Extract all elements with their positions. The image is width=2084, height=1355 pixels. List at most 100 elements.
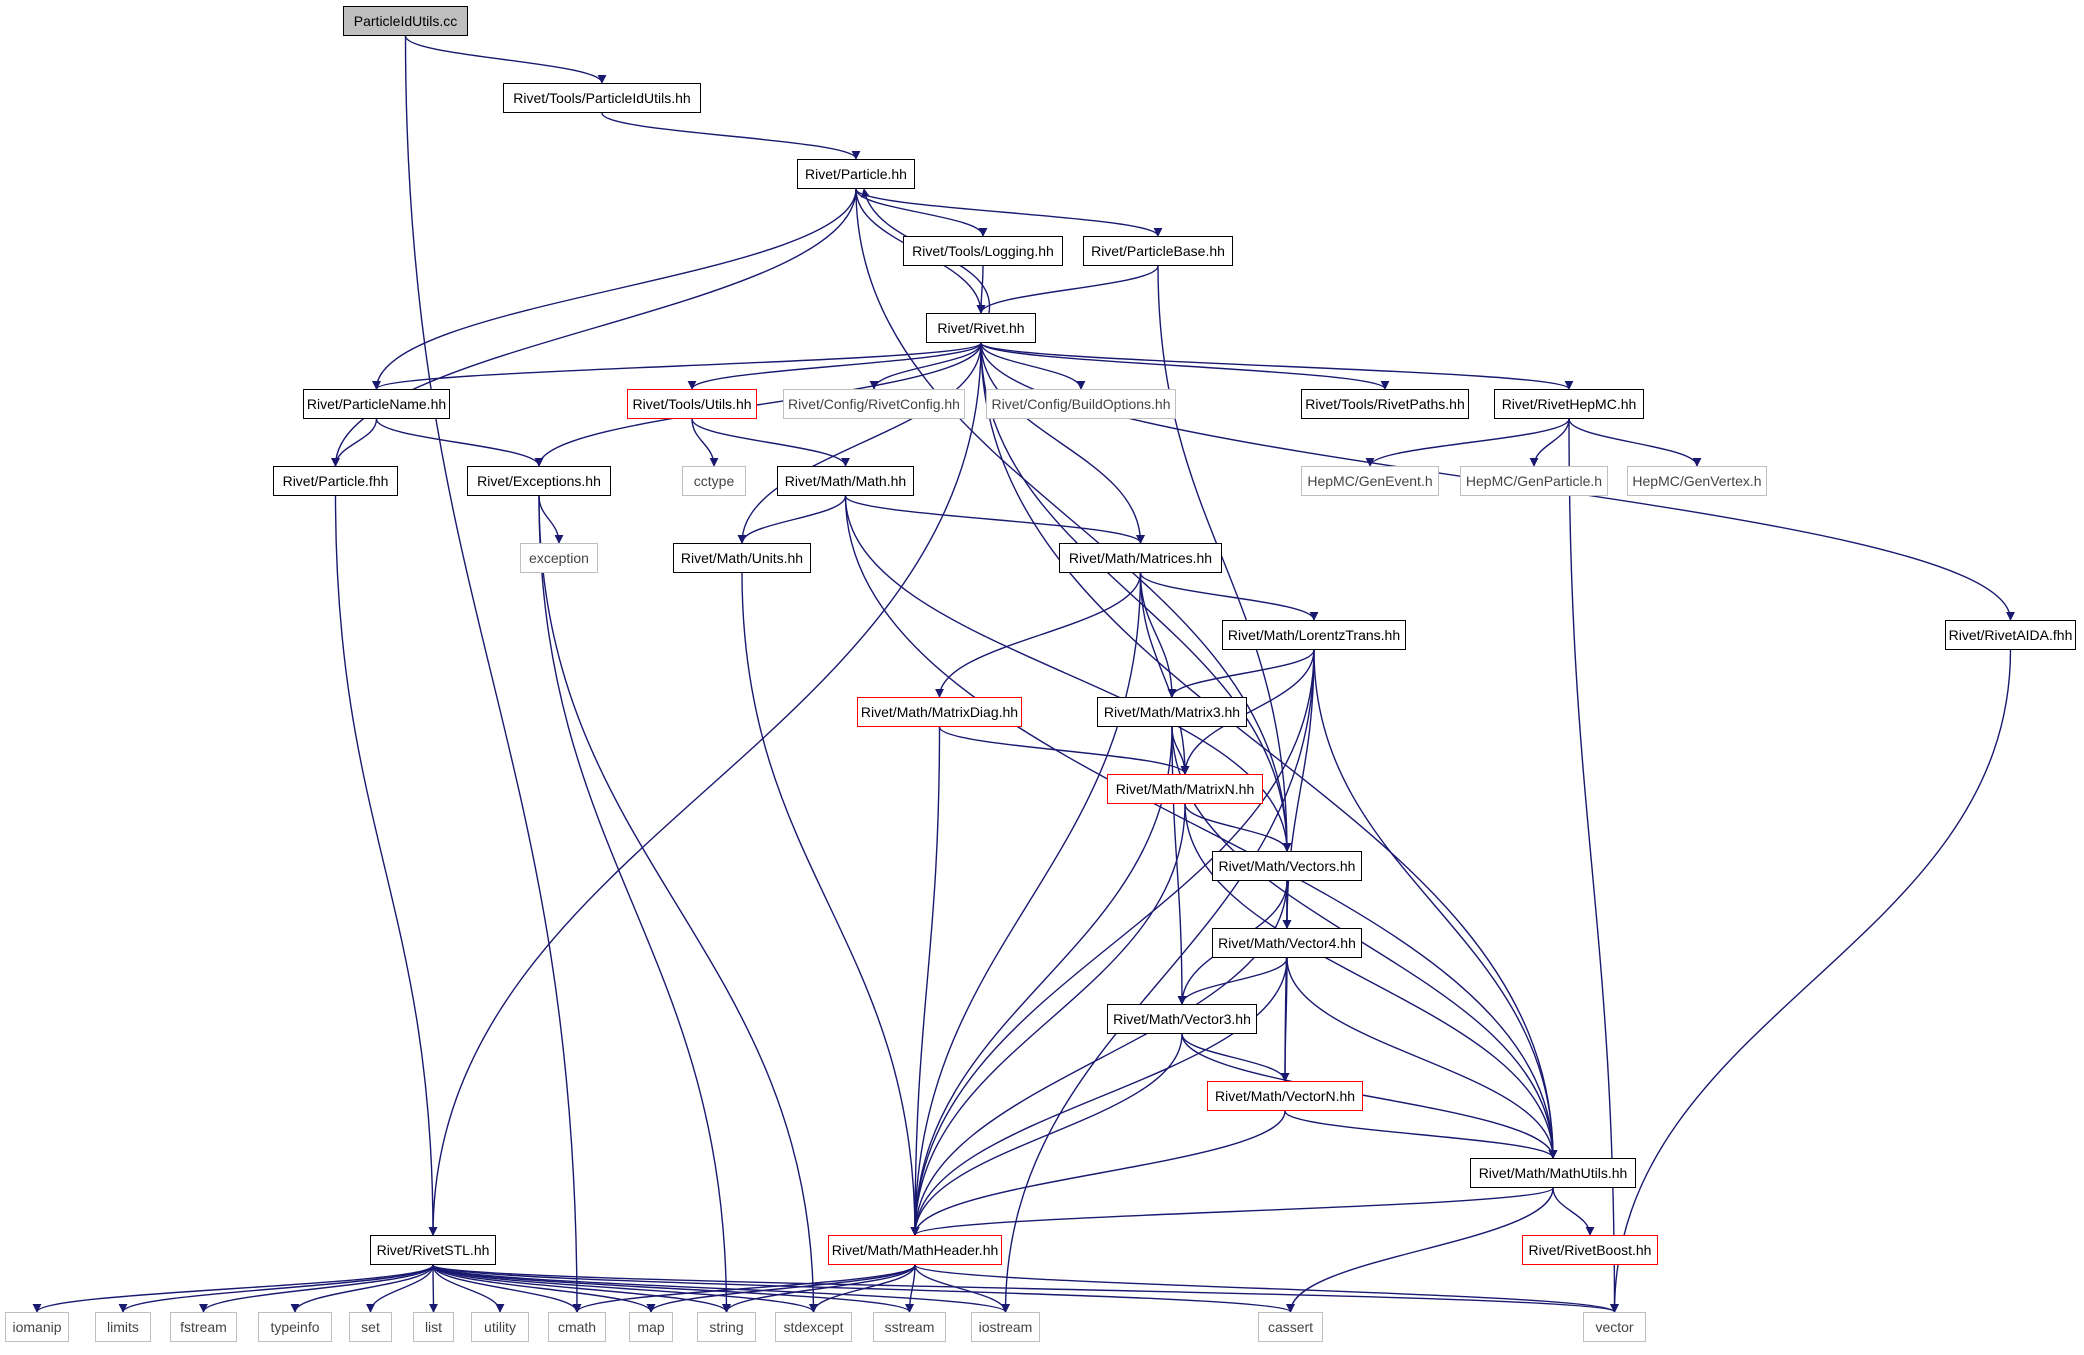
edge-n5-n9 (980, 342, 1086, 390)
edge-n0-n42 (404, 35, 582, 1313)
edge-n31-n33 (910, 1187, 1554, 1236)
edge-n2-n6 (372, 188, 857, 390)
node-particle-fhh[interactable]: Rivet/Particle.fhh (273, 466, 398, 496)
edge-n5-n13 (534, 342, 982, 467)
edge-n32-n45 (432, 1264, 818, 1313)
node-typeinfo: typeinfo (258, 1312, 332, 1342)
node-rivetstl-hh[interactable]: Rivet/RivetSTL.hh (370, 1235, 496, 1265)
edge-n12-n32 (334, 495, 438, 1236)
node-math-mathheader-hh[interactable]: Rivet/Math/MathHeader.hh (828, 1235, 1002, 1265)
node-rivet-hh[interactable]: Rivet/Rivet.hh (926, 313, 1036, 343)
node-exceptions-hh[interactable]: Rivet/Exceptions.hh (467, 466, 611, 496)
node-math-lorentztrans-hh[interactable]: Rivet/Math/LorentzTrans.hh (1222, 620, 1406, 650)
edge-n13-n19 (538, 495, 564, 544)
edge-n2-n4 (855, 188, 1163, 237)
node-config-rivetconfig-hh: Rivet/Config/RivetConfig.hh (783, 389, 965, 419)
edge-n32-n43 (432, 1264, 656, 1313)
edge-n32-n38 (290, 1264, 434, 1313)
node-math-units-hh[interactable]: Rivet/Math/Units.hh (673, 543, 811, 573)
node-cctype: cctype (682, 466, 746, 496)
edge-n0-n1 (404, 35, 607, 84)
edge-n21-n33 (910, 572, 1142, 1236)
edge-n1-n2 (601, 112, 861, 160)
node-rivetaida-fhh[interactable]: Rivet/RivetAIDA.fhh (1945, 620, 2076, 650)
edge-n6-n13 (375, 418, 544, 467)
node-tools-rivetpaths-hh[interactable]: Rivet/Tools/RivetPaths.hh (1301, 389, 1469, 419)
edge-n32-n47 (432, 1264, 1010, 1313)
edge-n31-n34 (1552, 1187, 1595, 1236)
edge-n2-n12 (331, 188, 857, 467)
edge-n5-n7 (687, 342, 982, 390)
node-math-math-hh[interactable]: Rivet/Math/Math.hh (777, 466, 914, 496)
edge-n24-n33 (910, 726, 941, 1236)
edge-n29-n31 (1181, 1033, 1558, 1159)
edge-n33-n49 (914, 1264, 1619, 1313)
node-iomanip: iomanip (5, 1312, 69, 1342)
node-iostream: iostream (971, 1312, 1040, 1342)
edge-n31-n48 (1286, 1187, 1554, 1313)
node-math-vectors-hh[interactable]: Rivet/Math/Vectors.hh (1212, 851, 1362, 881)
edge-n24-n26 (938, 726, 1190, 775)
node-tools-logging-hh[interactable]: Rivet/Tools/Logging.hh (903, 236, 1063, 266)
edge-n33-n44 (722, 1264, 916, 1313)
edge-n5-n21 (980, 342, 1145, 544)
edge-n28-n30 (1280, 957, 1290, 1082)
node-math-vectorn-hh[interactable]: Rivet/Math/VectorN.hh (1207, 1081, 1363, 1111)
edge-n29-n30 (1181, 1033, 1290, 1082)
node-config-buildoptions-hh: Rivet/Config/BuildOptions.hh (986, 389, 1176, 419)
edge-n28-n31 (1286, 957, 1558, 1159)
node-exception: exception (520, 543, 598, 573)
node-math-vector4-hh[interactable]: Rivet/Math/Vector4.hh (1212, 928, 1362, 958)
node-set: set (349, 1312, 392, 1342)
edge-n5-n32 (428, 342, 982, 1236)
node-string: string (697, 1312, 756, 1342)
node-math-vector3-hh[interactable]: Rivet/Math/Vector3.hh (1107, 1004, 1257, 1034)
edge-n32-n44 (432, 1264, 731, 1313)
node-cmath: cmath (548, 1312, 606, 1342)
edge-n32-n46 (432, 1264, 914, 1313)
node-math-matrixdiag-hh[interactable]: Rivet/Math/MatrixDiag.hh (857, 697, 1022, 727)
edge-n25-n33 (910, 726, 1173, 1236)
edge-n32-n42 (432, 1264, 582, 1313)
edge-n5-n11 (980, 342, 1574, 390)
node-tools-utils-hh[interactable]: Rivet/Tools/Utils.hh (627, 389, 757, 419)
node-math-matrices-hh[interactable]: Rivet/Math/Matrices.hh (1059, 543, 1222, 573)
node-hepmc-genvertex-h: HepMC/GenVertex.h (1627, 466, 1767, 496)
edge-n22-n25 (1167, 649, 1315, 698)
node-particlebase-hh[interactable]: Rivet/ParticleBase.hh (1083, 236, 1233, 266)
node-particleidutils-cc: ParticleIdUtils.cc (343, 6, 468, 36)
edge-n26-n27 (1184, 803, 1292, 852)
node-hepmc-genevent-h: HepMC/GenEvent.h (1301, 466, 1439, 496)
edge-n32-n37 (199, 1264, 434, 1313)
edge-n5-n6 (372, 342, 982, 390)
edge-n33-n45 (809, 1264, 916, 1313)
node-math-matrixn-hh[interactable]: Rivet/Math/MatrixN.hh (1107, 774, 1263, 804)
edge-n33-n46 (905, 1264, 916, 1313)
edge-n23-n49 (1610, 649, 2012, 1313)
node-tools-particleidutils-hh[interactable]: Rivet/Tools/ParticleIdUtils.hh (503, 83, 701, 113)
node-rivethepmc-hh[interactable]: Rivet/RivetHepMC.hh (1494, 389, 1644, 419)
edge-n32-n39 (366, 1264, 434, 1313)
node-particlename-hh[interactable]: Rivet/ParticleName.hh (303, 389, 450, 419)
node-utility: utility (471, 1312, 529, 1342)
edge-n25-n29 (1171, 726, 1187, 1005)
node-particle-hh[interactable]: Rivet/Particle.hh (797, 159, 915, 189)
edge-n11-n18 (1568, 418, 1702, 467)
edge-n7-n14 (691, 418, 719, 467)
edge-n33-n47 (914, 1264, 1010, 1313)
node-math-mathutils-hh[interactable]: Rivet/Math/MathUtils.hh (1470, 1158, 1636, 1188)
edge-n13-n45 (538, 495, 818, 1313)
edge-n11-n16 (1365, 418, 1570, 467)
edge-n32-n35 (32, 1264, 434, 1313)
edge-n22-n31 (1313, 649, 1558, 1159)
node-list: list (413, 1312, 454, 1342)
edge-n22-n26 (1180, 649, 1315, 775)
edge-n5-n31 (980, 342, 1558, 1159)
edge-n32-n40 (428, 1264, 438, 1313)
edge-n5-n20 (737, 342, 982, 544)
edge-n7-n15 (691, 418, 850, 467)
node-math-matrix3-hh[interactable]: Rivet/Math/Matrix3.hh (1097, 697, 1247, 727)
node-rivetboost-hh[interactable]: Rivet/RivetBoost.hh (1522, 1235, 1658, 1265)
